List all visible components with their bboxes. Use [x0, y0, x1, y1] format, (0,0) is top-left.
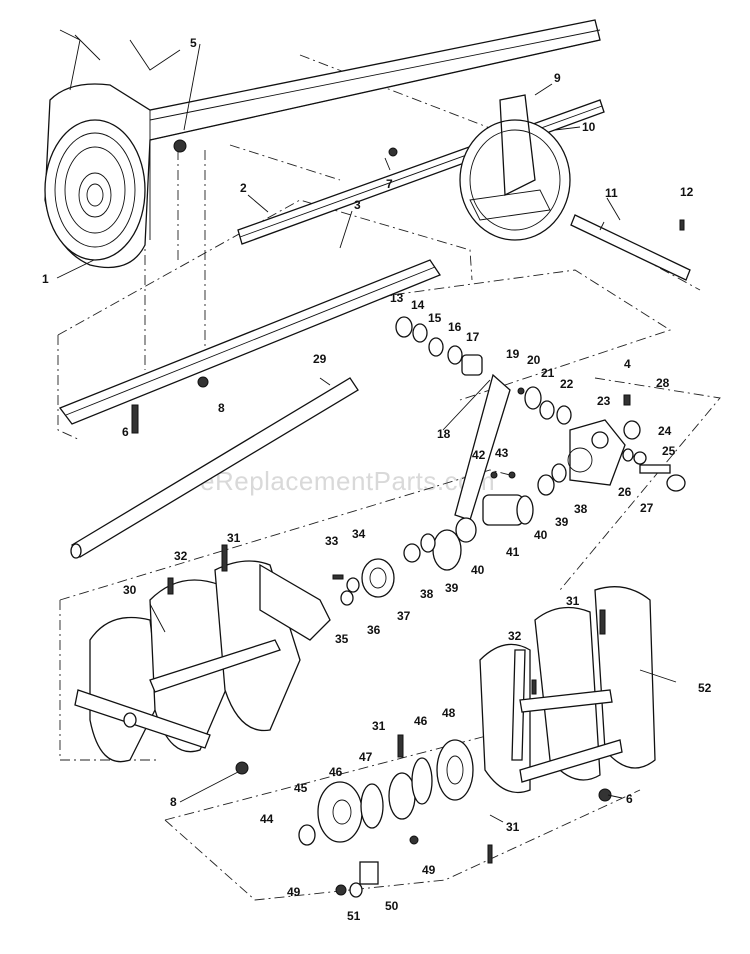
callout-27: 27: [640, 501, 654, 515]
side-plate: [388, 94, 571, 241]
callout-8b: 8: [170, 795, 177, 809]
callout-28: 28: [656, 376, 670, 390]
callout-18: 18: [437, 427, 451, 441]
callout-49a: 49: [422, 863, 436, 877]
auger-drive-shaft: [70, 377, 359, 559]
callout-14: 14: [411, 298, 425, 312]
callout-39b: 39: [555, 515, 569, 529]
callout-42: 42: [472, 448, 486, 462]
callout-41: 41: [506, 545, 520, 559]
callout-11: 11: [605, 186, 618, 200]
fasteners: [131, 376, 612, 864]
callout-17: 17: [466, 330, 480, 344]
callout-39a: 39: [445, 581, 459, 595]
callout-19: 19: [506, 347, 520, 361]
callout-2: 2: [240, 181, 247, 195]
callout-1: 1: [42, 272, 49, 286]
callout-34: 34: [352, 527, 366, 541]
callout-38a: 38: [420, 587, 434, 601]
callout-9: 9: [554, 71, 561, 85]
watermark: eReplacementParts.com: [200, 466, 495, 496]
callout-5: 5: [190, 36, 197, 50]
callout-31c: 31: [372, 719, 386, 733]
callout-15: 15: [428, 311, 442, 325]
callout-6a: 6: [122, 425, 129, 439]
impeller-shaft: [570, 214, 691, 281]
callout-7: 7: [386, 177, 393, 191]
callout-43: 43: [495, 446, 509, 460]
callout-30: 30: [123, 583, 137, 597]
callout-26: 26: [618, 485, 632, 499]
callout-50: 50: [385, 899, 399, 913]
callout-31b: 31: [566, 594, 580, 608]
callout-16: 16: [448, 320, 462, 334]
left-auger: [74, 560, 331, 763]
callout-32b: 32: [508, 629, 522, 643]
callout-48: 48: [442, 706, 456, 720]
callout-51: 51: [347, 909, 361, 923]
callout-40a: 40: [471, 563, 485, 577]
callout-29: 29: [313, 352, 327, 366]
callout-32a: 32: [174, 549, 188, 563]
callout-37: 37: [397, 609, 411, 623]
callout-20: 20: [527, 353, 541, 367]
callout-35: 35: [335, 632, 349, 646]
callout-33: 33: [325, 534, 339, 548]
callout-6b: 6: [626, 792, 633, 806]
callout-52: 52: [698, 681, 712, 695]
auger-hub-parts: [298, 739, 474, 898]
callout-31d: 31: [506, 820, 520, 834]
callout-23: 23: [597, 394, 611, 408]
callout-44: 44: [260, 812, 274, 826]
callout-12: 12: [680, 185, 694, 199]
callout-labels: 1 2 3 4 5 6 6 7 8 8 9 10 11 12 13 14 15 …: [42, 36, 712, 923]
callout-8a: 8: [218, 401, 225, 415]
callout-31a: 31: [227, 531, 241, 545]
callout-25: 25: [662, 444, 676, 458]
callout-21: 21: [541, 366, 555, 380]
callout-22: 22: [560, 377, 574, 391]
callout-36: 36: [367, 623, 381, 637]
callout-40b: 40: [534, 528, 548, 542]
shave-plate-lower: [58, 259, 441, 425]
callout-24: 24: [658, 424, 672, 438]
auger-housing: [44, 19, 601, 269]
right-auger: [479, 586, 656, 794]
callout-47: 47: [359, 750, 373, 764]
callout-4: 4: [624, 357, 631, 371]
callout-3: 3: [354, 198, 361, 212]
callout-49b: 49: [287, 885, 301, 899]
callout-46b: 46: [414, 714, 428, 728]
callout-38b: 38: [574, 502, 588, 516]
callout-46a: 46: [329, 765, 343, 779]
callout-13: 13: [390, 291, 404, 305]
leader-lines: [56, 43, 677, 823]
callout-45: 45: [294, 781, 308, 795]
gearbox-parts: [332, 316, 686, 606]
callout-10: 10: [582, 120, 596, 134]
